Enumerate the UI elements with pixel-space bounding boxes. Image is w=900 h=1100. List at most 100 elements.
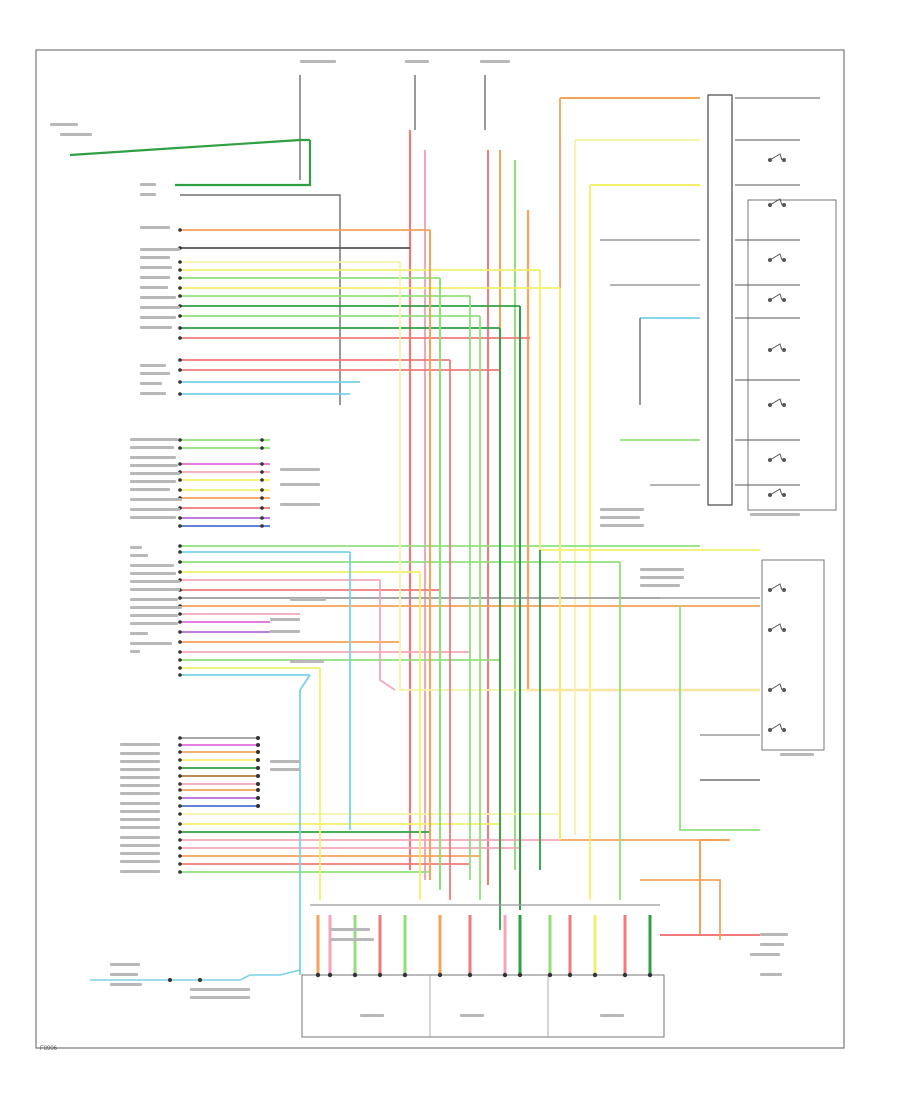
label-tick xyxy=(120,810,160,813)
label-tick xyxy=(270,630,300,633)
label-tick xyxy=(120,784,160,787)
label-tick xyxy=(270,768,300,771)
sensor-ground xyxy=(180,194,341,405)
connector-pin xyxy=(178,862,182,866)
label-tick xyxy=(130,438,178,441)
switch-7 xyxy=(768,453,786,462)
connector-pin xyxy=(178,830,182,834)
label-tick xyxy=(120,870,160,873)
label-tick xyxy=(120,836,160,839)
vertical-yellow-1 xyxy=(539,270,760,551)
connector-pin xyxy=(178,812,182,816)
motor-pin xyxy=(647,972,653,978)
memory-switch-2 xyxy=(768,623,786,632)
switch-6 xyxy=(768,398,786,407)
label-tick xyxy=(140,193,156,196)
dash-feed-orange-down xyxy=(559,98,700,841)
connector-pin xyxy=(178,750,182,754)
label-tick xyxy=(120,792,160,795)
label-tick xyxy=(130,572,176,575)
label-tick xyxy=(140,248,180,251)
connector-pin xyxy=(178,838,182,842)
label-tick xyxy=(130,464,178,467)
label-tick xyxy=(140,256,170,259)
label-tick xyxy=(780,753,814,756)
connector-pin xyxy=(256,782,260,786)
connector-pin xyxy=(178,462,182,466)
vertical-lightyellow-1 xyxy=(399,262,760,691)
vertical-pink-1 xyxy=(379,580,396,691)
label-tick xyxy=(290,660,324,663)
label-tick xyxy=(760,933,788,936)
label-tick xyxy=(760,943,784,946)
label-tick xyxy=(140,266,172,269)
label-tick xyxy=(120,844,160,847)
label-tick xyxy=(120,860,160,863)
connector-pin xyxy=(178,758,182,762)
label-tick xyxy=(330,928,370,931)
connector-pin xyxy=(260,516,264,520)
connector-pin xyxy=(178,796,182,800)
label-tick xyxy=(140,183,156,186)
bottom-left-lightblue xyxy=(90,969,301,981)
label-tick xyxy=(140,276,170,279)
connector-pin xyxy=(178,854,182,858)
label-tick xyxy=(640,568,684,571)
ground-wire-top xyxy=(69,138,310,157)
connector-pin xyxy=(178,640,182,644)
label-tick xyxy=(600,524,644,527)
dashboard-module-box xyxy=(707,94,733,506)
wires xyxy=(69,75,820,981)
label-tick xyxy=(280,503,320,506)
connector-pin xyxy=(178,544,182,548)
connector-pins xyxy=(168,228,653,982)
label-tick xyxy=(140,364,166,367)
connector-pin xyxy=(178,276,182,280)
label-tick xyxy=(140,326,172,329)
vertical-lightblue-2 xyxy=(299,674,311,975)
connector-pin xyxy=(178,774,182,778)
label-tick xyxy=(330,938,374,941)
label-tick xyxy=(190,988,250,991)
connector-pin xyxy=(256,736,260,740)
label-tick xyxy=(600,508,644,511)
label-tick xyxy=(640,584,680,587)
memory-switch-1 xyxy=(768,583,786,592)
orange-to-switch xyxy=(526,210,760,692)
label-tick xyxy=(130,488,170,491)
label-tick xyxy=(270,760,300,763)
label-tick xyxy=(110,973,138,976)
connector-pin xyxy=(178,488,182,492)
switch-4 xyxy=(768,293,786,302)
connector-pin xyxy=(178,766,182,770)
connector-pin xyxy=(260,506,264,510)
memory-switch-3 xyxy=(768,683,786,692)
motor-pin xyxy=(402,972,408,978)
connector-pin xyxy=(178,560,182,564)
connector-pin xyxy=(178,736,182,740)
memory-seat-switch-box xyxy=(761,559,825,751)
label-tick xyxy=(120,760,160,763)
connector-pin xyxy=(178,666,182,670)
connector-pin xyxy=(256,774,260,778)
label-tick xyxy=(130,614,178,617)
connector-pin xyxy=(178,620,182,624)
label-tick xyxy=(130,580,180,583)
connector-pin xyxy=(260,438,264,442)
connector-pin xyxy=(178,380,182,384)
connector-pin xyxy=(178,612,182,616)
connector-pin xyxy=(178,268,182,272)
connector-pin xyxy=(178,368,182,372)
label-tick xyxy=(480,60,510,63)
connector-pin xyxy=(178,658,182,662)
label-tick xyxy=(130,516,176,519)
connector-pin xyxy=(178,336,182,340)
label-tick xyxy=(280,483,320,486)
motor-pin xyxy=(315,972,321,978)
memory-feed-green xyxy=(679,605,760,831)
connector-pin xyxy=(178,286,182,290)
connector-pin xyxy=(178,550,182,554)
connector-pin xyxy=(178,788,182,792)
connector-pin xyxy=(178,570,182,574)
switch-5 xyxy=(768,343,786,352)
